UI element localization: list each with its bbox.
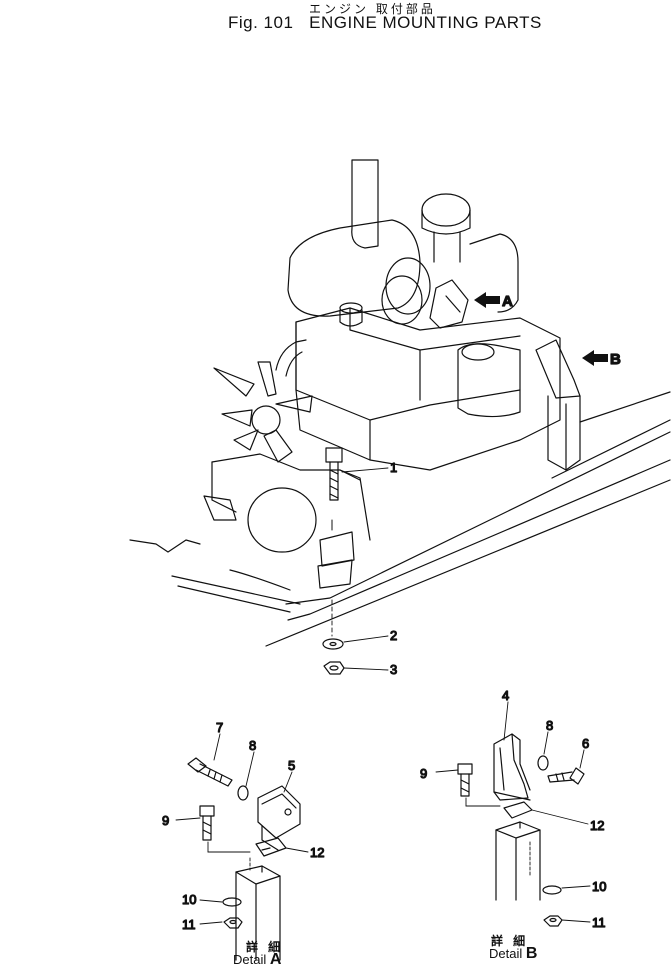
callout-a-9: 9 xyxy=(162,813,169,828)
cooling-fan xyxy=(213,361,313,463)
figure-title: Fig. 101 ENGINE MOUNTING PARTS xyxy=(228,13,542,33)
callout-b-4: 4 xyxy=(502,688,509,703)
machine-frame xyxy=(129,391,671,647)
callout-1: 1 xyxy=(390,460,397,475)
detail-a-label: Detail A xyxy=(233,951,281,969)
callout-b-6: 6 xyxy=(582,736,589,751)
nut-3 xyxy=(323,661,345,675)
japanese-title: エンジン 取付部品 xyxy=(309,2,436,16)
callout-b-12: 12 xyxy=(590,818,604,833)
figure-label: Fig. 101 xyxy=(228,13,294,32)
view-arrow-a: A xyxy=(474,292,514,311)
view-b-label: B xyxy=(610,351,621,368)
callout-b-9: 9 xyxy=(420,766,427,781)
view-arrow-b: B xyxy=(582,350,622,369)
callout-2: 2 xyxy=(390,628,397,643)
detail-b-drawing xyxy=(457,733,585,927)
callout-a-5: 5 xyxy=(288,758,295,773)
callout-a-11: 11 xyxy=(182,917,196,932)
callout-b-8: 8 xyxy=(546,718,553,733)
washer-2 xyxy=(322,638,344,650)
detail-a-jp-label: 詳 細 xyxy=(246,940,284,954)
detail-a-label-text: Detail xyxy=(233,952,270,967)
figure-title-text: ENGINE MOUNTING PARTS xyxy=(309,13,542,32)
engine-assembly xyxy=(203,159,581,589)
detail-b-jp-label: 詳 細 xyxy=(491,934,529,948)
bolt-1 xyxy=(325,447,343,531)
callout-a-12: 12 xyxy=(310,845,324,860)
detail-a-letter: A xyxy=(269,951,282,968)
callout-a-10: 10 xyxy=(182,892,196,907)
callout-b-10: 10 xyxy=(592,879,606,894)
callout-b-11: 11 xyxy=(592,915,606,930)
callout-3: 3 xyxy=(390,662,397,677)
detail-b-label-text: Detail xyxy=(489,946,526,961)
detail-b-letter: B xyxy=(525,945,538,962)
callout-a-7: 7 xyxy=(216,720,223,735)
callout-a-8: 8 xyxy=(249,738,256,753)
detail-b-label: Detail B xyxy=(489,945,537,963)
view-a-label: A xyxy=(502,293,513,310)
detail-a-drawing xyxy=(187,757,301,961)
